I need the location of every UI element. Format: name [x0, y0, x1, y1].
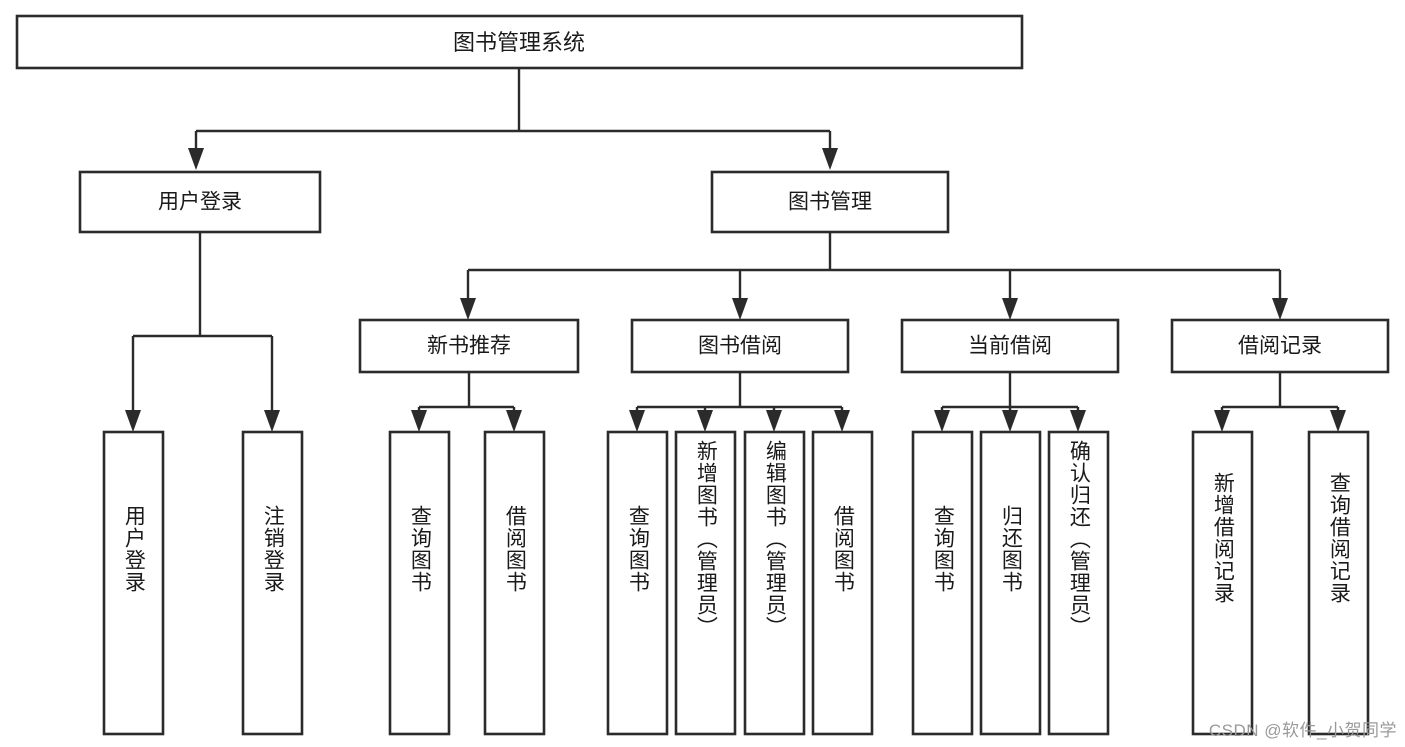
node-root-system[interactable]: 图书管理系统 [15, 14, 1024, 70]
leaf-box-bb-edit-book[interactable] [743, 430, 806, 736]
node-current-borrow-label: 当前借阅 [968, 335, 1052, 358]
arrow-head-leaf-logout [264, 410, 280, 432]
node-current-borrow-box[interactable] [900, 318, 1120, 374]
leaf-box-bb-query-book[interactable] [606, 430, 669, 736]
leaf-box-logout[interactable] [241, 430, 304, 736]
leaf-box-bb-borrow-book[interactable] [811, 430, 874, 736]
arrow-head-bb-leaf-1 [629, 410, 645, 432]
leaf-box-bb-add-book[interactable] [674, 430, 737, 736]
node-book-borrow-label: 图书借阅 [698, 335, 782, 358]
node-book-manage-box[interactable] [710, 170, 950, 234]
arrow-head-nb-leaf-2 [506, 410, 522, 432]
arrow-head-bb-leaf-4 [834, 410, 850, 432]
node-new-book-recommend-label: 新书推荐 [427, 335, 511, 358]
arrow-head-leaf-user-login [125, 410, 141, 432]
node-borrow-record-box[interactable] [1170, 318, 1390, 374]
arrow-head-bb-leaf-3 [766, 410, 782, 432]
arrow-head-current-borrow [1002, 298, 1018, 320]
leaf-box-nb-borrow-book[interactable] [483, 430, 546, 736]
node-book-manage[interactable]: 图书管理 [710, 170, 950, 234]
node-new-book-recommend-box[interactable] [358, 318, 580, 374]
leaf-box-br-query-record[interactable] [1307, 430, 1370, 736]
watermark-text: CSDN @软件_小贺同学 [1208, 721, 1397, 740]
node-borrow-record-label: 借阅记录 [1238, 335, 1322, 358]
leaf-box-br-add-record[interactable] [1191, 430, 1254, 736]
leaf-box-nb-query-book[interactable] [388, 430, 451, 736]
arrow-head-to-book-manage [822, 148, 838, 170]
node-new-book-recommend[interactable]: 新书推荐 [358, 318, 580, 374]
arrow-head-cb-leaf-2 [1002, 410, 1018, 432]
leaf-box-cb-confirm-return[interactable] [1047, 430, 1110, 736]
node-current-borrow[interactable]: 当前借阅 [900, 318, 1120, 374]
leaf-box-cb-return-book[interactable] [979, 430, 1042, 736]
node-book-manage-label: 图书管理 [788, 191, 872, 214]
node-borrow-record[interactable]: 借阅记录 [1170, 318, 1390, 374]
leaf-box-cb-query-book[interactable] [911, 430, 974, 736]
arrow-head-bb-leaf-2 [697, 410, 713, 432]
node-book-borrow-box[interactable] [630, 318, 850, 374]
arrow-head-borrow-record [1272, 298, 1288, 320]
node-root-label: 图书管理系统 [453, 30, 585, 55]
arrow-head-cb-leaf-3 [1070, 410, 1086, 432]
arrow-head-nb-leaf-1 [411, 410, 427, 432]
arrow-head-cb-leaf-1 [934, 410, 950, 432]
arrow-head-book-borrow [732, 298, 748, 320]
arrow-head-br-leaf-1 [1214, 410, 1230, 432]
node-root-box[interactable] [15, 14, 1024, 70]
node-user-login-label: 用户登录 [158, 191, 242, 214]
leaf-box-user-login[interactable] [102, 430, 165, 736]
arrow-head-br-leaf-2 [1330, 410, 1346, 432]
arrow-head-new-book [460, 298, 476, 320]
arrow-head-to-user-login [188, 148, 204, 170]
node-book-borrow[interactable]: 图书借阅 [630, 318, 850, 374]
node-user-login[interactable]: 用户登录 [78, 170, 322, 234]
